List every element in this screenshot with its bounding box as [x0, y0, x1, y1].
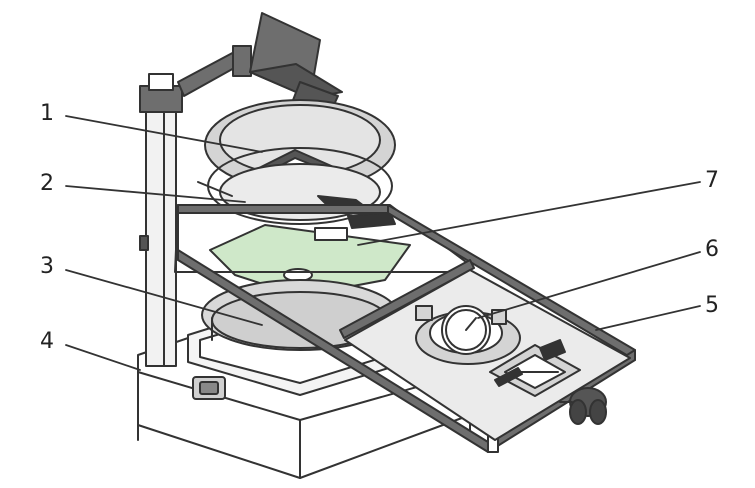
slide-frame	[174, 204, 636, 453]
callout-4: 4	[40, 329, 54, 354]
callout-7: 7	[705, 168, 719, 193]
callout-3: 3	[40, 254, 54, 279]
projector-arm	[177, 45, 252, 97]
mirror-head	[249, 12, 343, 123]
film-plate	[209, 211, 411, 297]
callout-1: 1	[40, 101, 54, 126]
micrometer	[489, 339, 581, 397]
callout-5: 5	[705, 293, 719, 318]
dial-gauge	[415, 305, 521, 365]
leader-lines	[65, 115, 701, 371]
power-switch	[192, 376, 226, 400]
support-column	[139, 73, 183, 367]
callout-6: 6	[705, 237, 719, 262]
callout-2: 2	[40, 171, 54, 196]
adjust-knob	[559, 387, 607, 425]
